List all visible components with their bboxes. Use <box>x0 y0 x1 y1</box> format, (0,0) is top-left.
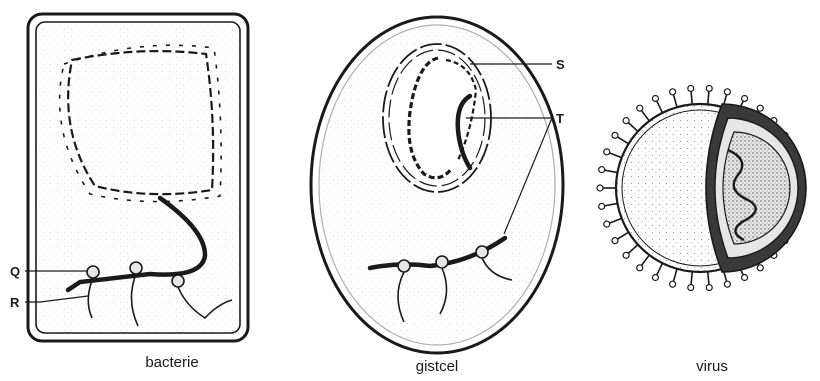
virus-spike-knob <box>742 275 748 281</box>
virus-spike-knob <box>604 149 610 155</box>
virus-spike-knob <box>757 105 763 111</box>
yeast-ribosome-3 <box>476 246 488 258</box>
bacterium-figure: Q R bacterie <box>10 14 248 371</box>
virus-spike-knob <box>597 185 603 191</box>
caption-virus: virus <box>696 358 728 375</box>
virus-spike-knob <box>604 221 610 227</box>
virus-spike-knob <box>757 265 763 271</box>
bacterium-ribosome-3 <box>172 275 184 287</box>
label-q: Q <box>10 264 20 279</box>
yeast-figure: S T gistcel <box>311 17 565 375</box>
virus-spike-knob <box>652 275 658 281</box>
label-t: T <box>556 111 564 126</box>
yeast-ribosome-1 <box>398 260 410 272</box>
virus-figure: virus <box>597 85 806 375</box>
virus-spike-knob <box>623 252 629 258</box>
bacterium-ribosome-q <box>87 266 99 278</box>
yeast-ribosome-2 <box>436 256 448 268</box>
virus-spike-knob <box>688 85 694 91</box>
virus-spike-knob <box>706 285 712 291</box>
virus-spike-knob <box>612 132 618 138</box>
virus-spike-knob <box>670 281 676 287</box>
virus-spike-knob <box>706 85 712 91</box>
label-s: S <box>556 57 565 72</box>
virus-spike-knob <box>724 89 730 95</box>
bacterium-ribosome-2 <box>130 262 142 274</box>
virus-spike-knob <box>670 89 676 95</box>
caption-bacterium: bacterie <box>145 354 198 371</box>
virus-spike-knob <box>599 167 605 173</box>
virus-spike-knob <box>688 285 694 291</box>
virus-spike-knob <box>623 118 629 124</box>
virus-spike-knob <box>742 95 748 101</box>
caption-yeast: gistcel <box>416 358 459 375</box>
virus-spike-knob <box>612 238 618 244</box>
virus-spike-knob <box>637 265 643 271</box>
virus-spike-knob <box>652 95 658 101</box>
virus-spike-knob <box>599 203 605 209</box>
label-r: R <box>10 295 20 310</box>
virus-spike-knob <box>724 281 730 287</box>
virus-spike-knob <box>637 105 643 111</box>
